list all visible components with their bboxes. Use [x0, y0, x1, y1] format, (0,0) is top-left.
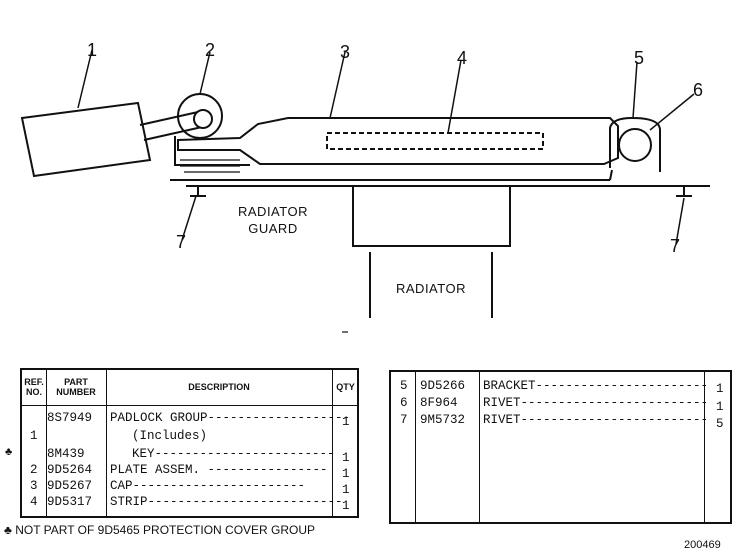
part-number: 8F964 — [420, 396, 458, 410]
col-divider — [704, 372, 705, 522]
padlock-shackle — [139, 111, 203, 141]
padlock-body — [20, 101, 152, 178]
parts-table-right: 5 9D5266 BRACKET----------------------- … — [389, 370, 732, 524]
header-qty: QTY — [336, 382, 355, 392]
part-number: 9D5264 — [47, 463, 93, 477]
header-part: PART NUMBER — [56, 377, 96, 397]
part-number: 8S7949 — [47, 411, 93, 425]
col-divider — [415, 372, 416, 522]
rivet-7-left — [186, 185, 210, 197]
callout-3: 3 — [340, 42, 351, 62]
quantity: 1 — [342, 451, 350, 465]
parts-diagram: 1 2 3 4 5 6 7 7 RADIATOR GUARD RADIATOR — [20, 40, 710, 333]
part-number: 8M439 — [47, 447, 85, 461]
header-ref: REF. NO. — [24, 377, 44, 397]
quantity: 1 — [342, 415, 350, 429]
rivet-7-right — [672, 185, 696, 197]
description: PADLOCK GROUP------------------- — [110, 411, 351, 425]
footnote: ♣ NOT PART OF 9D5465 PROTECTION COVER GR… — [4, 523, 316, 537]
header-desc: DESCRIPTION — [188, 382, 250, 392]
part-number: 9M5732 — [420, 413, 466, 427]
ref-number: 7 — [400, 413, 408, 427]
not-part-marker: ♣ — [5, 446, 13, 458]
callout-6: 6 — [693, 80, 704, 100]
description: STRIP-------------------------- — [110, 495, 343, 509]
leader-lines — [77, 49, 695, 245]
cap-hatch — [180, 159, 240, 173]
description: KEY------------------------ — [132, 447, 335, 461]
ref-number: 3 — [30, 479, 38, 493]
quantity: 1 — [716, 400, 724, 414]
ref-number: 6 — [400, 396, 408, 410]
col-divider — [46, 370, 47, 516]
bracket — [609, 116, 661, 172]
quantity: 1 — [342, 483, 350, 497]
part-number: 9D5266 — [420, 379, 466, 393]
quantity: 1 — [716, 382, 724, 396]
callout-7-right: 7 — [670, 236, 681, 256]
callout-2: 2 — [205, 40, 216, 60]
quantity: 1 — [342, 499, 350, 513]
col-divider — [106, 370, 107, 516]
assembly-drawing — [20, 49, 710, 333]
ref-number: 1 — [30, 429, 38, 443]
part-number: 9D5267 — [47, 479, 93, 493]
cap-outline — [177, 117, 619, 165]
callout-4: 4 — [457, 48, 468, 68]
strip — [326, 132, 544, 150]
quantity: 1 — [342, 467, 350, 481]
callout-7-left: 7 — [176, 232, 187, 252]
ref-number: 5 — [400, 379, 408, 393]
base-plate — [174, 136, 250, 166]
description: (Includes) — [132, 429, 208, 443]
figure-number: 200469 — [684, 539, 721, 551]
description: PLATE ASSEM. ---------------- — [110, 463, 328, 477]
header-divider — [22, 405, 357, 406]
description: BRACKET----------------------- — [483, 379, 709, 393]
col-divider — [479, 372, 480, 522]
ref-number: 4 — [30, 495, 38, 509]
part-number: 9D5317 — [47, 495, 93, 509]
radiator-guard-label: RADIATOR GUARD — [238, 204, 308, 236]
callout-5: 5 — [634, 48, 645, 68]
plate-rail — [170, 169, 710, 187]
radiator-label: RADIATOR — [396, 281, 466, 296]
quantity: 5 — [716, 417, 724, 431]
callout-1: 1 — [87, 40, 98, 60]
radiator-lines — [369, 252, 493, 318]
description: CAP----------------------- — [110, 479, 306, 493]
col-divider — [332, 370, 333, 516]
description: RIVET------------------------- — [483, 396, 709, 410]
description: RIVET------------------------- — [483, 413, 709, 427]
ref-number: 2 — [30, 463, 38, 477]
radiator-guard-block — [352, 186, 511, 247]
parts-table-left: REF. NO. PART NUMBER DESCRIPTION QTY 8S7… — [20, 368, 359, 518]
rivet-6 — [618, 128, 652, 162]
plate-eye-inner — [193, 109, 213, 129]
